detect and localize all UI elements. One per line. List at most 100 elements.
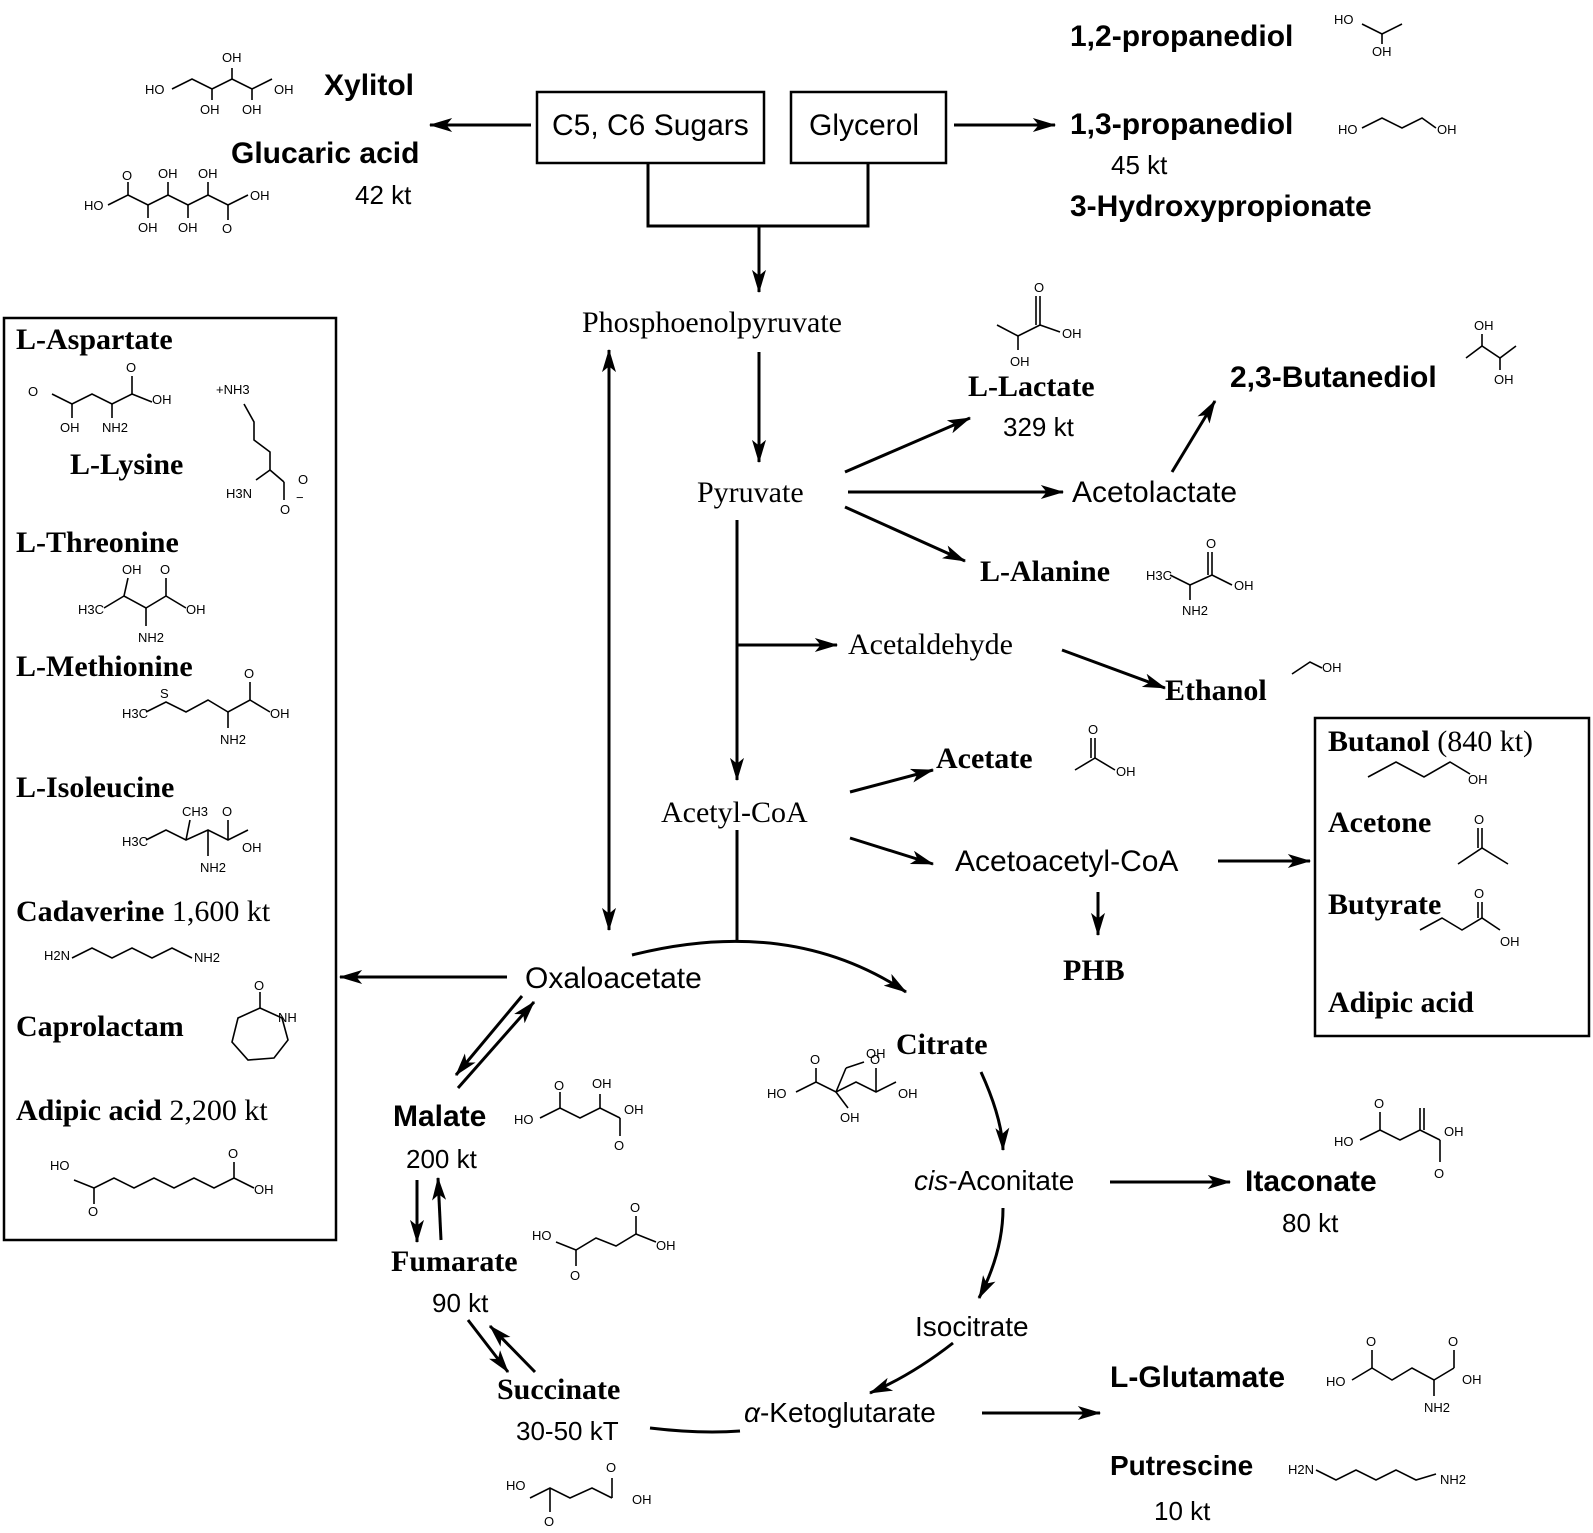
rightbox-acetone: Acetone (1328, 806, 1432, 839)
svg-text:OH: OH (1062, 326, 1082, 341)
propanediol13-structure: HO OH (1338, 117, 1457, 137)
adipic-name: Adipic acid (16, 1094, 162, 1127)
leftbox-l-isoleucine: L-Isoleucine (16, 771, 175, 804)
methionine-structure: H3C S O OH NH2 (122, 666, 290, 747)
amount-putrescine: 10 kt (1154, 1496, 1211, 1526)
svg-text:−: − (296, 490, 304, 505)
svg-text:OH: OH (1494, 372, 1514, 387)
svg-text:OH: OH (138, 220, 158, 235)
svg-text:H3C: H3C (122, 706, 148, 721)
glutamate-structure: HO O O OH NH2 (1326, 1334, 1482, 1415)
right-product-box (1313, 716, 1591, 1038)
svg-text:OH: OH (624, 1102, 644, 1117)
svg-text:OH: OH (122, 562, 142, 577)
arrow-malate-to-oaa (456, 1001, 536, 1089)
svg-text:OH: OH (632, 1492, 652, 1507)
svg-text:OH: OH (1444, 1124, 1464, 1139)
svg-text:OH: OH (1322, 660, 1342, 675)
isoleucine-structure: H3C CH3 O OH NH2 (122, 804, 262, 875)
svg-text:NH2: NH2 (1440, 1472, 1466, 1487)
amount-itaconate: 80 kt (1282, 1208, 1339, 1238)
arrow-acetaldehyde-to-ethanol (1061, 648, 1167, 690)
alanine-structure: H3C O OH NH2 (1146, 536, 1254, 618)
node-pyruvate: Pyruvate (697, 476, 804, 509)
svg-text:H3C: H3C (122, 834, 148, 849)
svg-text:OH: OH (242, 102, 262, 117)
svg-text:OH: OH (1010, 354, 1030, 369)
svg-text:H3N: H3N (226, 486, 252, 501)
svg-text:O: O (298, 472, 308, 487)
svg-text:O: O (280, 502, 290, 517)
amount-malate: 200 kt (406, 1144, 477, 1174)
butanediol-structure: OH OH (1465, 318, 1517, 387)
ketoglutarate-label: -Ketoglutarate (759, 1397, 936, 1428)
amount-13-propanediol: 45 kt (1111, 150, 1168, 180)
svg-text:OH: OH (242, 840, 262, 855)
svg-text:O: O (228, 1146, 238, 1161)
svg-text:O: O (1474, 886, 1484, 901)
label-succinate: Succinate (497, 1373, 621, 1406)
node-acetaldehyde: Acetaldehyde (848, 628, 1013, 661)
itaconate-structure: HO O OH O (1334, 1096, 1464, 1181)
label-l-glutamate: L-Glutamate (1110, 1361, 1286, 1394)
cadaverine-name: Cadaverine (16, 895, 165, 928)
svg-text:OH: OH (270, 706, 290, 721)
node-cis-aconitate: cis-Aconitate (914, 1165, 1074, 1197)
rightbox-butanol: Butanol (840 kt) (1328, 725, 1533, 759)
svg-text:OH: OH (198, 166, 218, 181)
amount-succinate: 30-50 kT (516, 1416, 619, 1446)
arc-aconitate-to-isocitrate (977, 1207, 1005, 1300)
svg-text:O: O (544, 1514, 554, 1529)
svg-text:O: O (614, 1138, 624, 1153)
svg-text:O: O (1448, 1334, 1458, 1349)
svg-text:O: O (1088, 722, 1098, 737)
svg-text:OH: OH (60, 420, 80, 435)
svg-text:O: O (554, 1078, 564, 1093)
svg-text:OH: OH (592, 1076, 612, 1091)
label-l-lactate: L-Lactate (968, 370, 1095, 403)
svg-text:NH: NH (278, 1010, 297, 1025)
svg-text:OH: OH (1372, 44, 1392, 59)
flow-arrows (338, 118, 1312, 1434)
label-malate: Malate (393, 1100, 487, 1133)
svg-text:OH: OH (1234, 578, 1254, 593)
svg-text:NH2: NH2 (102, 420, 128, 435)
svg-text:OH: OH (1468, 772, 1488, 787)
label-fumarate: Fumarate (391, 1245, 518, 1278)
svg-text:O: O (1434, 1166, 1444, 1181)
label-23-butanediol: 2,3-Butanediol (1230, 361, 1437, 394)
cadaverine-structure: H2N NH2 (44, 947, 220, 965)
svg-text:OH: OH (898, 1086, 918, 1101)
svg-text:OH: OH (254, 1182, 274, 1197)
label-13-propanediol: 1,3-propanediol (1070, 108, 1294, 141)
svg-text:H2N: H2N (1288, 1462, 1314, 1477)
source-sugars: C5, C6 Sugars (552, 109, 749, 142)
svg-text:O: O (122, 168, 132, 183)
chemical-structures: HO OH OH OH OH HO O OH OH OH OH O OH HO … (28, 12, 1520, 1529)
svg-text:O: O (126, 360, 136, 375)
arrow-acetylcoa-to-acetoacetylcoa (849, 836, 935, 866)
left-product-box (2, 316, 338, 1242)
arrow-oaa-to-malate (454, 995, 524, 1076)
svg-text:HO: HO (145, 82, 165, 97)
aspartate-structure: O OH NH2 O OH (28, 360, 172, 435)
svg-text:O: O (1034, 280, 1044, 295)
svg-text:O: O (810, 1052, 820, 1067)
butanol-amount: (840 kt) (1437, 725, 1534, 758)
svg-text:OH: OH (840, 1110, 860, 1125)
svg-text:HO: HO (532, 1228, 552, 1243)
arrow-succinate-to-fumarate (488, 1324, 537, 1374)
leftbox-adipic-acid: Adipic acid 2,200 kt (16, 1094, 268, 1128)
leftbox-cadaverine: Cadaverine 1,600 kt (16, 895, 270, 929)
svg-text:O: O (160, 562, 170, 577)
leftbox-l-aspartate: L-Aspartate (16, 323, 173, 356)
svg-text:H2N: H2N (44, 948, 70, 963)
svg-text:NH2: NH2 (1424, 1400, 1450, 1415)
svg-text:OH: OH (158, 166, 178, 181)
svg-text:OH: OH (178, 220, 198, 235)
svg-text:HO: HO (506, 1478, 526, 1493)
label-citrate: Citrate (896, 1028, 988, 1061)
svg-text:CH3: CH3 (182, 804, 208, 819)
svg-text:OH: OH (200, 102, 220, 117)
butanol-name: Butanol (1328, 725, 1430, 758)
